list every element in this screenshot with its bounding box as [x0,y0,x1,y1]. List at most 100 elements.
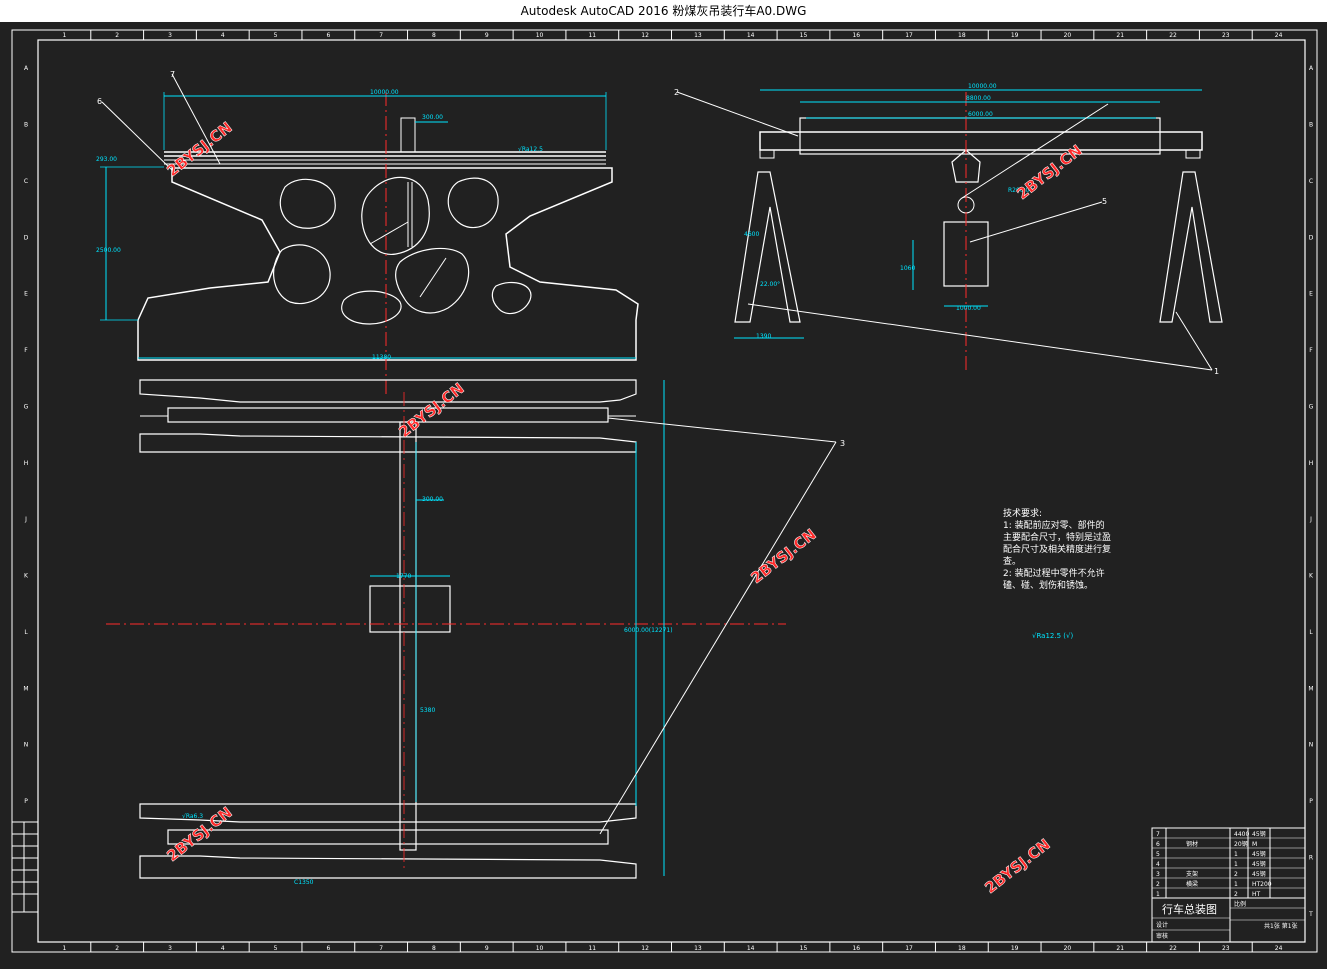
watermark-text: 2BYSJ.CN [747,525,819,587]
roughness-symbol: √Ra12.5 [518,146,543,153]
tb-review-label: 审核 [1156,932,1168,940]
column-label: 21 [1116,945,1124,952]
column-label: 18 [958,945,966,952]
column-label: 11 [588,32,596,39]
watermark-text: 2BYSJ.CN [395,379,467,441]
row-label: E [1309,291,1313,298]
left-stamp-block [11,821,39,913]
front-elevation-view: 7 6 10000.00 300.00 293.00 2500.00 11380… [96,70,639,394]
tb-row-num: 1 [1156,891,1160,898]
column-label: 15 [800,945,808,952]
tech-line: 主要配合尺寸，特别是过盈 [1003,531,1111,543]
column-label: 10 [536,945,544,952]
window-title: Autodesk AutoCAD 2016 粉煤灰吊装行车A0.DWG [520,4,807,18]
row-label: C [24,178,28,185]
row-label: H [24,460,29,467]
column-label: 21 [1116,32,1124,39]
column-label: 23 [1222,945,1230,952]
column-label: 9 [485,945,489,952]
column-label: 2 [115,945,119,952]
tb-row-mat: 45钢 [1252,860,1266,868]
row-label: H [1309,460,1314,467]
side-view-gantry: 2 5 1 10000.00 8800.00 6000.00 R200.00 2… [674,83,1223,376]
tb-row-mat: HT [1252,891,1261,898]
tb-design-label: 设计 [1156,921,1168,929]
dim-plan-1770: 1770 [396,573,411,580]
row-label: G [1309,403,1314,410]
row-label: G [24,403,29,410]
dim-span-10000: 10000.00 [968,83,997,90]
dim-angle: 22.00° [760,281,780,288]
dim-leg-1390: 1390 [756,333,771,340]
column-label: 10 [536,32,544,39]
column-label: 5 [274,32,278,39]
column-label: 5 [274,945,278,952]
row-label: M [1308,685,1313,692]
tb-row-num: 3 [1156,871,1160,878]
row-label: C [1309,178,1313,185]
tech-line: 2: 装配过程中零件不允许 [1003,567,1105,579]
row-label: J [1309,516,1312,523]
balloon-7: 7 [170,70,175,79]
tb-row-qty: 2 [1234,871,1238,878]
column-label: 7 [379,32,383,39]
column-label: 1 [62,945,66,952]
row-label: N [24,742,29,749]
dim-top-10000: 10000.00 [370,89,399,96]
column-label: 6 [326,32,330,39]
roughness-plan: √Ra6.3 [182,813,203,820]
tb-row-qty: 20钢 [1234,840,1248,848]
tb-row-name: 支架 [1186,870,1198,878]
column-label: 7 [379,945,383,952]
plan-view: 3 300.00 1770 6000.00(12271) 5380 C1350 … [106,379,845,886]
dim-plan-300: 300.00 [422,496,443,503]
column-label: 15 [800,32,808,39]
dim-bottom-11380: 11380 [372,354,391,361]
dim-hook-1000: 1000.00 [956,305,981,312]
tb-row-qty: 1 [1234,851,1238,858]
tb-row-num: 7 [1156,831,1160,838]
row-label: E [24,291,28,298]
title-block: 7 6 5 4 3 2 1 钢材 支架 横梁 4400 20钢 1 1 2 1 … [1151,827,1306,943]
column-label: 24 [1275,945,1283,952]
column-label: 17 [905,32,913,39]
dim-slot-300: 300.00 [422,114,443,121]
column-label: 11 [588,945,596,952]
tb-row-mat: HT200 [1252,881,1272,888]
tb-sheet-label: 共1张 第1张 [1264,922,1298,930]
row-label: B [1309,122,1313,129]
column-label: 18 [958,32,966,39]
tb-row-mat: M [1252,841,1257,848]
inner-frame [37,39,1306,943]
row-label: D [1309,234,1314,241]
tb-scale-label: 比例 [1234,900,1246,908]
row-label: L [24,629,28,636]
row-label: A [1309,65,1314,72]
row-label: D [24,234,29,241]
tech-line: 磕、碰、划伤和锈蚀。 [1003,579,1093,591]
watermark-layer: 2BYSJ.CN 2BYSJ.CN 2BYSJ.CN 2BYSJ.CN 2BYS… [163,118,1086,897]
row-label: B [24,122,28,129]
row-label: F [1309,347,1313,354]
dim-293: 293.00 [96,156,117,163]
dim-plan-bottom: C1350 [294,879,314,886]
column-label: 20 [1064,32,1072,39]
dim-span-6000: 6000.00 [968,111,993,118]
tech-line: 1: 装配前应对零、部件的 [1003,519,1105,531]
row-label: P [1309,798,1313,805]
column-label: 9 [485,32,489,39]
tb-row-num: 6 [1156,841,1160,848]
row-label: J [24,516,27,523]
dim-plan-5380: 5380 [420,707,435,714]
tb-row-num: 5 [1156,851,1160,858]
technical-requirements: 技术要求: 1: 装配前应对零、部件的 主要配合尺寸，特别是过盈 配合尺寸及相关… [1003,507,1111,640]
column-label: 1 [62,32,66,39]
column-label: 13 [694,32,702,39]
column-label: 12 [641,32,649,39]
dim-hook-1060: 1060 [900,265,915,272]
dim-r200: R200.00 [1008,187,1033,194]
